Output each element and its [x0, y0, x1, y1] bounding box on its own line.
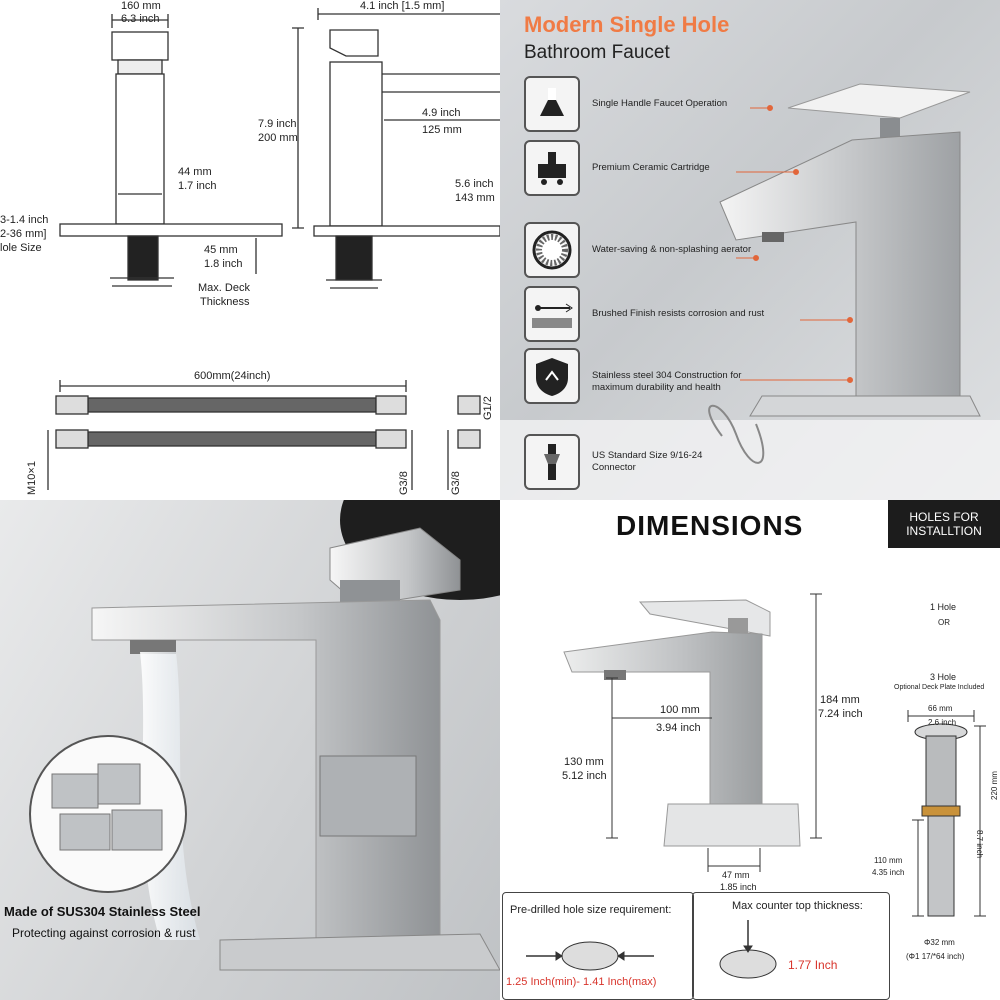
- top-width-mm: 160 mm: [121, 0, 161, 12]
- side-width: 4.1 inch [1.5 mm]: [360, 0, 445, 12]
- hole-size-3: lole Size: [0, 242, 42, 254]
- counter-title: Max counter top thickness:: [732, 900, 863, 912]
- counter-value: 1.77 Inch: [788, 958, 838, 972]
- reach-inch: 4.9 inch: [422, 107, 461, 119]
- feature-text-5: Stainless steel 304 Construction for max…: [592, 370, 742, 393]
- hole-size-2: 2-36 mm]: [0, 228, 47, 240]
- drain-top-inch: 2.6 inch: [928, 718, 957, 727]
- deck-inch: 1.8 inch: [204, 258, 243, 270]
- spout-mm-label: 130 mm: [564, 756, 604, 768]
- material-subcaption: Protecting against corrosion & rust: [12, 926, 196, 940]
- predrill-title: Pre-drilled hole size requirement:: [510, 904, 672, 916]
- aerator-icon: [524, 222, 580, 278]
- feature-text-6: US Standard Size 9/16-24 Connector: [592, 450, 703, 473]
- hole-size-1: 3-1.4 inch: [0, 214, 49, 226]
- faucet-closeup: [29, 500, 500, 971]
- drain-mid-mm: 110 mm: [874, 856, 903, 865]
- deck-label-2: Thickness: [200, 296, 250, 308]
- faucet-illustration: [500, 83, 1000, 500]
- feature-text-3: Water-saving & non-splashing aerator: [592, 244, 752, 255]
- cartridge-icon: [524, 140, 580, 196]
- top-width-inch: 6.3 inch: [121, 13, 160, 25]
- feature-text-1: Single Handle Faucet Operation: [592, 98, 728, 109]
- g38-label-a: G3/8: [398, 471, 410, 495]
- height-mm-label: 184 mm: [820, 694, 860, 706]
- brushed-finish-icon: [524, 286, 580, 342]
- base-inch: 1.7 inch: [178, 180, 217, 192]
- handle-icon: [524, 76, 580, 132]
- or-label: OR: [938, 618, 950, 627]
- deck-label-1: Max. Deck: [198, 282, 250, 294]
- base-inch-label: 1.85 inch: [720, 882, 757, 892]
- dimensions-panel: DIMENSIONS: [500, 500, 1000, 1000]
- drain-dia-inch: (Φ1 17/*64 inch): [906, 952, 965, 961]
- drain-dia-mm: Φ32 mm: [924, 938, 955, 947]
- spout-mm: 143 mm: [455, 192, 495, 204]
- base-mm: 44 mm: [178, 166, 212, 178]
- connector-icon: [524, 434, 580, 490]
- features-panel: Modern Single Hole Bathroom Faucet Singl…: [500, 0, 1000, 500]
- predrill-value: 1.25 Inch(min)- 1.41 Inch(max): [506, 976, 657, 988]
- reach-mm: 125 mm: [422, 124, 462, 136]
- hole-3-label: 3 Hole: [930, 672, 957, 682]
- m10-label: M10×1: [26, 461, 38, 495]
- shield-icon: [524, 348, 580, 404]
- height-mm: 200 mm: [258, 132, 298, 144]
- feature-text-4: Brushed Finish resists corrosion and rus…: [592, 308, 765, 319]
- reach-mm-label: 100 mm: [660, 704, 700, 716]
- feature-text-2: Premium Ceramic Cartridge: [592, 162, 710, 173]
- hose-length: 600mm(24inch): [194, 370, 271, 382]
- spout-inch: 5.6 inch: [455, 178, 494, 190]
- holes-title: HOLES FOR INSTALLTION: [888, 500, 1000, 548]
- height-inch-label: 7.24 inch: [818, 708, 863, 720]
- deck-mm: 45 mm: [204, 244, 238, 256]
- g12-label: G1/2: [482, 396, 494, 420]
- drain-top-mm: 66 mm: [928, 704, 953, 713]
- base-mm-label: 47 mm: [722, 870, 750, 880]
- deck-note: Optional Deck Plate Included: [894, 684, 985, 691]
- hole-1-label: 1 Hole: [930, 602, 957, 612]
- g38-label-b: G3/8: [450, 471, 462, 495]
- height-inch: 7.9 inch: [258, 118, 297, 130]
- features-subtitle: Bathroom Faucet: [524, 42, 670, 63]
- drain-len-mm: 220 mm: [990, 771, 999, 800]
- material-panel: Made of SUS304 Stainless Steel Protectin…: [0, 500, 500, 1000]
- drain-len-inch: 8.7 inch: [975, 830, 984, 859]
- technical-drawing-lines: [47, 8, 500, 490]
- features-title: Modern Single Hole: [524, 12, 730, 37]
- material-caption: Made of SUS304 Stainless Steel: [4, 904, 201, 919]
- drain-mid-inch: 4.35 inch: [872, 868, 905, 877]
- technical-drawing-panel: 160 mm 6.3 inch 4.1 inch [1.5 mm] 7.9 in…: [0, 0, 500, 500]
- holes-panel: HOLES FOR INSTALLTION 1 Hole OR 3 Hole O…: [888, 500, 1000, 696]
- reach-inch-label: 3.94 inch: [656, 722, 701, 734]
- dimensions-title: DIMENSIONS: [616, 510, 804, 541]
- spout-inch-label: 5.12 inch: [562, 770, 607, 782]
